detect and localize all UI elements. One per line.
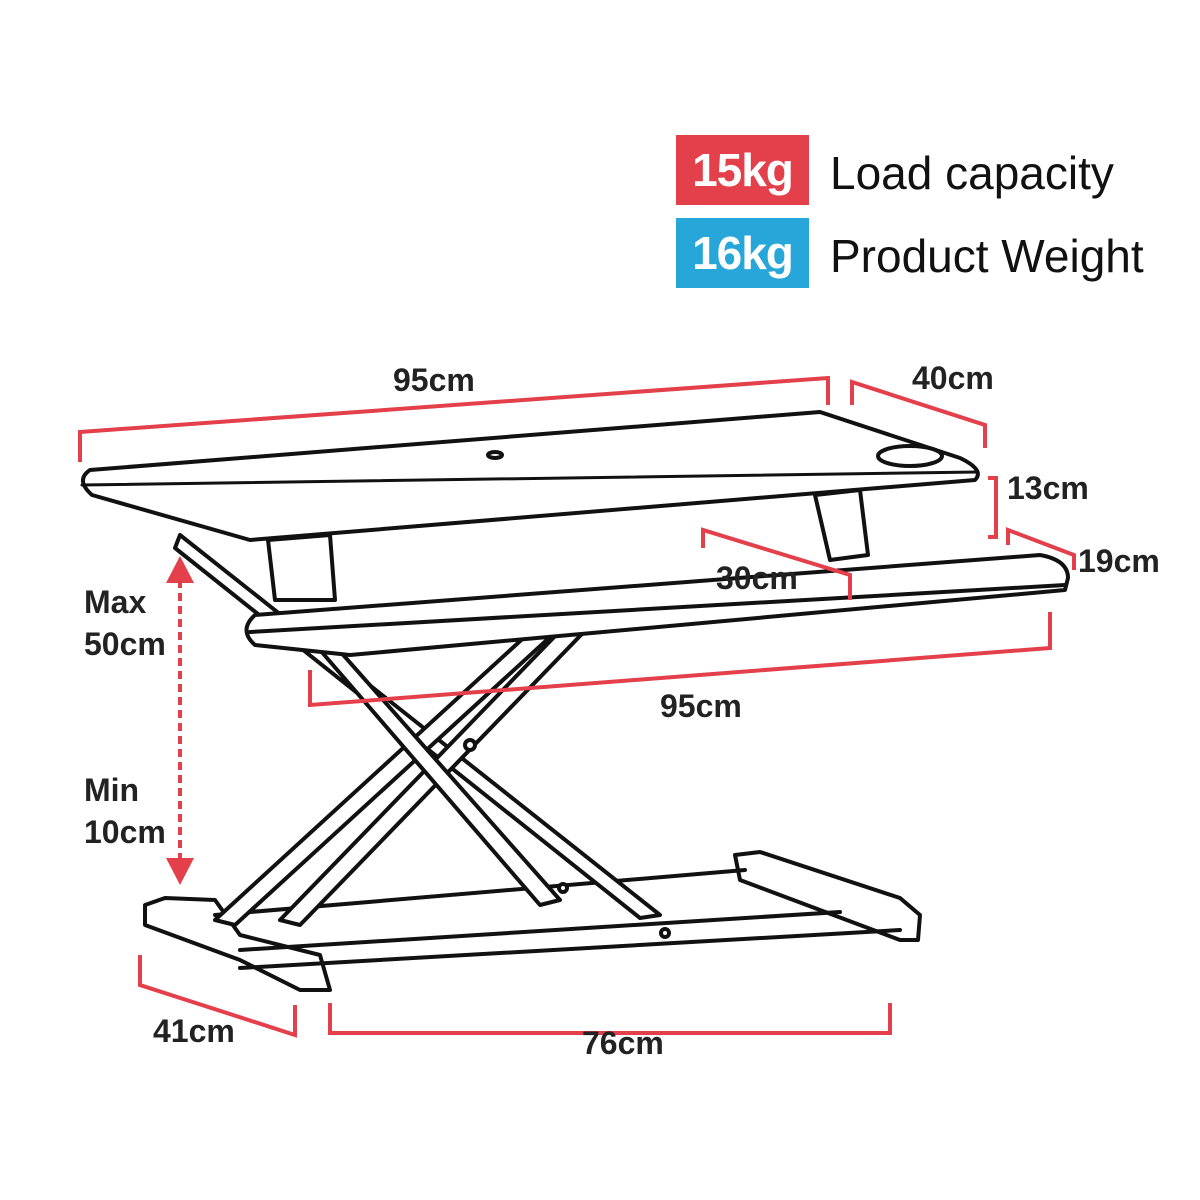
height-min-label: Min [84,772,140,808]
product-weight-badge: 16kg [676,218,809,288]
product-weight-value: 16kg [692,227,794,279]
load-capacity-value: 15kg [692,144,794,196]
keyboard-depth-dimension [1006,527,1076,570]
tier-gap-label: 13cm [1007,470,1089,506]
product-weight-label: Product Weight [830,230,1144,282]
height-min-value: 10cm [84,814,166,850]
top-depth-dimension [850,379,987,448]
top-depth-label: 40cm [912,360,994,396]
base-depth-dimension [138,955,297,1038]
inner-depth-label: 30cm [716,560,798,596]
height-max-label: Max [84,584,147,620]
keyboard-depth-label: 19cm [1078,543,1160,579]
top-width-dimension [78,375,830,462]
top-worksurface [81,410,980,542]
tier-gap-dimension [988,476,998,539]
keyboard-width-label: 95cm [660,688,742,724]
base-width-dimension [328,1003,892,1035]
keyboard-width-dimension [308,612,1052,708]
keyboard-tray [244,553,1070,657]
base-depth-label: 41cm [153,1013,235,1049]
arrow-up-icon [166,556,194,583]
top-width-label: 95cm [393,362,475,398]
height-max-value: 50cm [84,626,166,662]
base-width-label: 76cm [582,1025,664,1061]
arrow-down-icon [166,858,194,885]
inner-depth-dimension [701,527,852,600]
load-capacity-badge: 15kg [676,135,809,205]
load-capacity-label: Load capacity [830,147,1114,199]
